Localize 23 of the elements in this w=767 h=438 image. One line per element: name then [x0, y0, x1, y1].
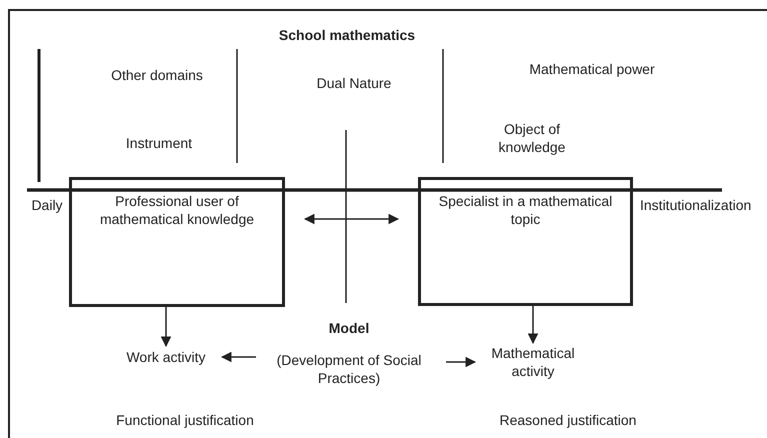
activity-label: Mathematical activity: [490, 344, 576, 380]
justification-label: Functional justification: [115, 411, 255, 429]
arrow: [304, 214, 400, 224]
region-label: Mathematical power: [528, 60, 656, 78]
model-heading: Model: [328, 318, 370, 336]
activity-label: Work activity: [126, 348, 206, 366]
role-box: [69, 177, 285, 307]
model-description: (Development of Social Practices): [276, 350, 422, 386]
region-label: Object of knowledge: [498, 120, 566, 156]
axis-title: School mathematics: [278, 26, 416, 44]
justification-label: Reasoned justification: [498, 411, 638, 429]
arrow: [220, 352, 256, 362]
region-label: Other domains: [110, 66, 204, 84]
axis-label: Institutionalization: [640, 196, 752, 214]
region-label: Dual Nature: [316, 74, 392, 92]
arrow: [160, 307, 172, 348]
region-label: Instrument: [124, 134, 194, 152]
role-box: [418, 177, 633, 306]
arrow: [528, 306, 538, 344]
role-title: Professional user of mathematical knowledge: [98, 192, 256, 228]
axis-label: Daily: [30, 196, 64, 214]
role-title: Specialist in a mathematical topic: [438, 192, 614, 228]
arrow: [446, 356, 476, 368]
